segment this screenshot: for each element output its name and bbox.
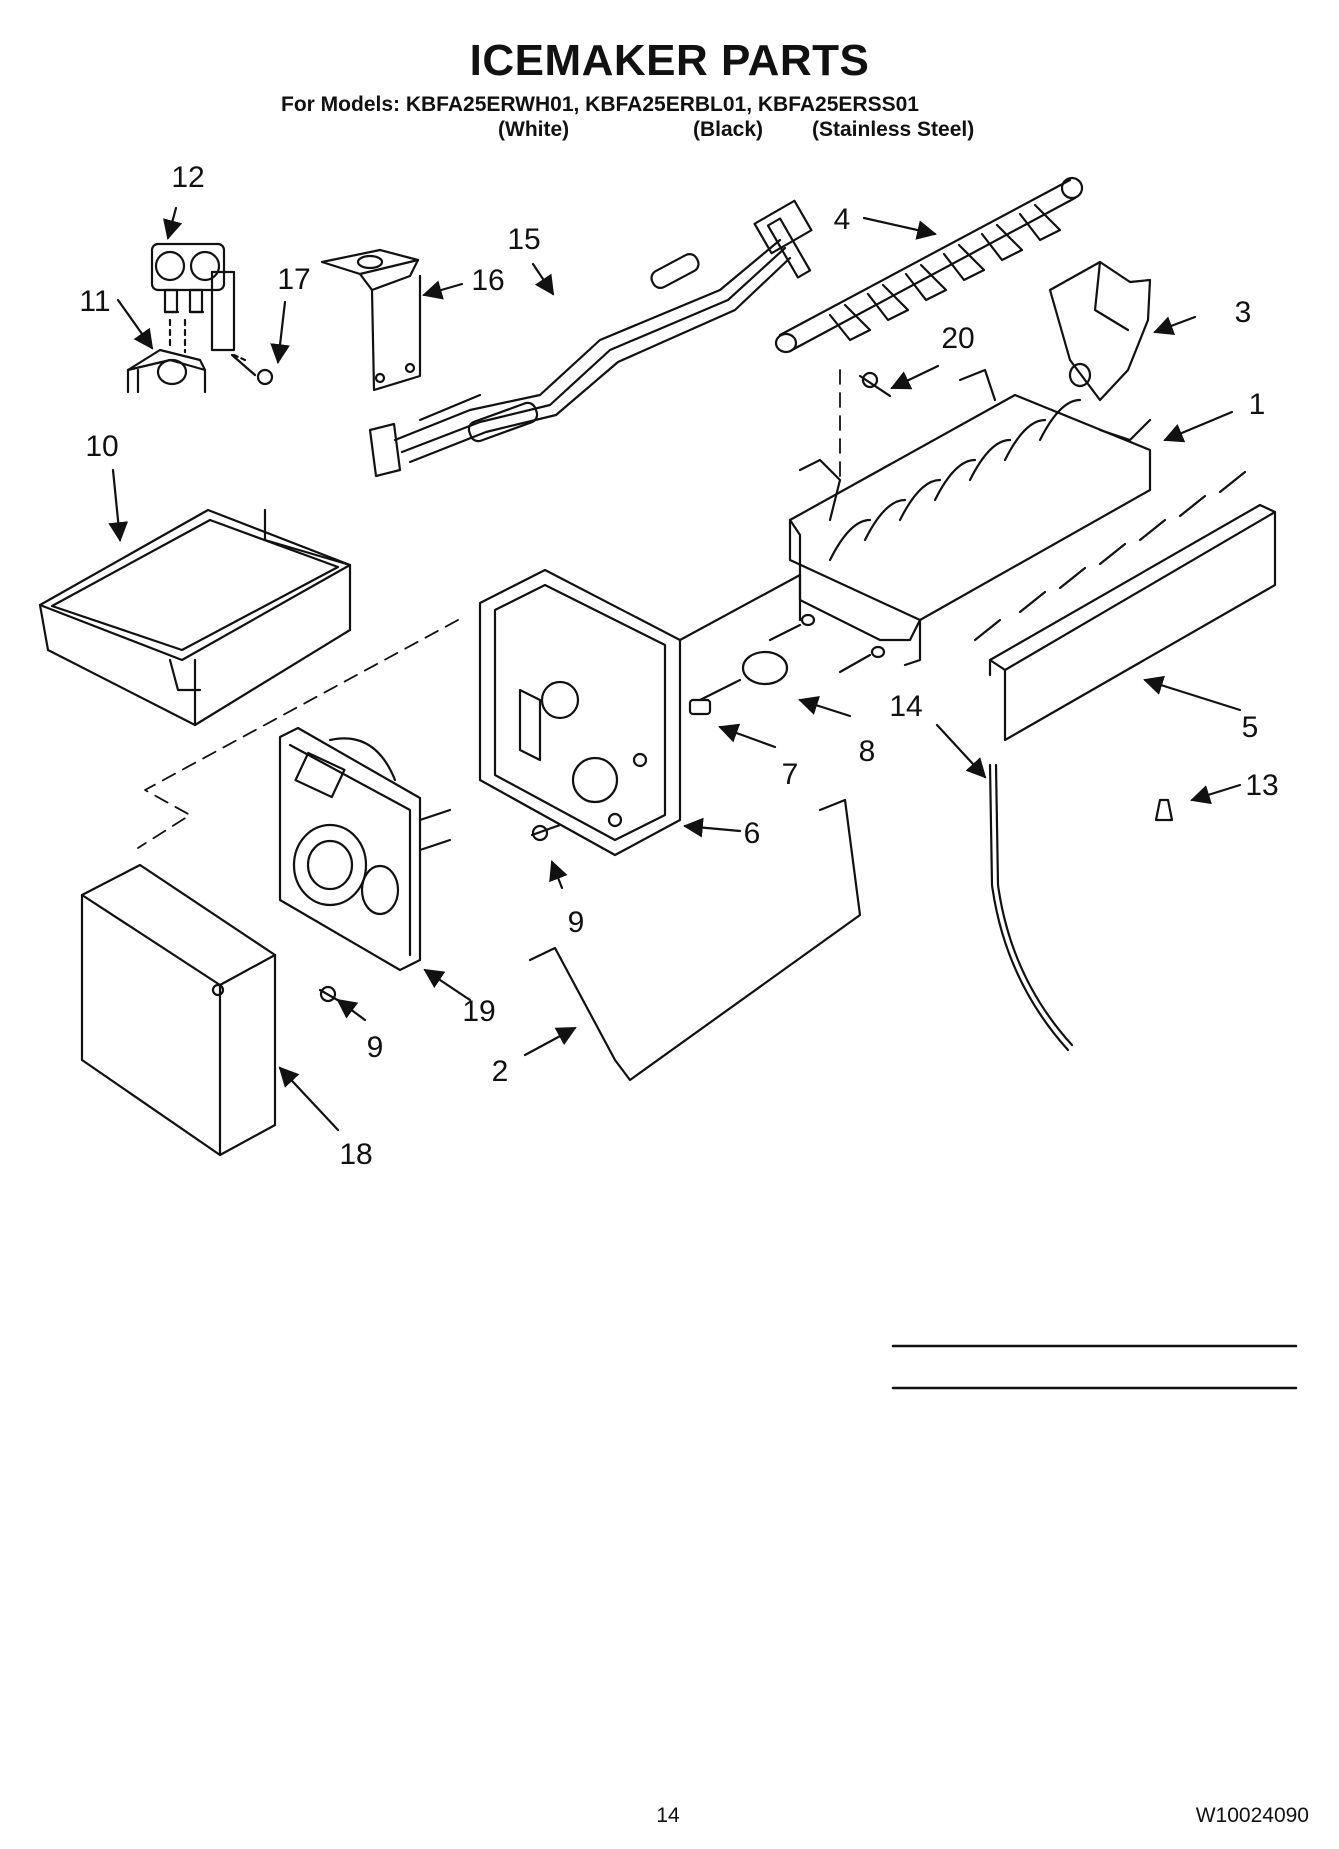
screw-17-part (230, 353, 274, 386)
callout-9b: 9 (366, 1031, 384, 1064)
callout-12: 12 (171, 161, 205, 194)
callout-20: 20 (941, 322, 975, 355)
callout-15: 15 (507, 223, 541, 256)
callout-14: 14 (889, 690, 923, 723)
plug-part (1154, 798, 1174, 822)
callout-16: 16 (471, 264, 505, 297)
ice-mold-part (788, 368, 1152, 667)
wire-harness-part (368, 199, 813, 478)
callout-13: 13 (1245, 769, 1279, 802)
variant-white: (White) (498, 118, 570, 141)
callout-7: 7 (781, 758, 799, 791)
wiring-shield-part (320, 248, 422, 392)
shutoff-arm-part (528, 798, 862, 1082)
cover-part (80, 863, 277, 1157)
screw-20-part (858, 371, 892, 398)
callout-4: 4 (833, 203, 851, 236)
callout-6: 6 (743, 817, 761, 850)
valve-bracket-part (126, 318, 207, 394)
callout-11: 11 (79, 285, 111, 318)
variant-stainless: (Stainless Steel) (812, 118, 975, 141)
page-number: 14 (656, 1804, 680, 1827)
fill-tube-part (988, 763, 1074, 1052)
mold-cavities (828, 398, 1082, 562)
ejector-blades (828, 203, 1062, 342)
page-title: ICEMAKER PARTS (469, 36, 870, 85)
callout-2: 2 (491, 1055, 509, 1088)
callout-17: 17 (277, 263, 311, 296)
callout-5: 5 (1241, 711, 1259, 744)
bearing-part (1048, 260, 1152, 402)
stripper-fingers (973, 470, 1247, 642)
models-line: For Models: KBFA25ERWH01, KBFA25ERBL01, … (281, 93, 919, 116)
thermostat-part (688, 650, 789, 716)
icemaker-housing-part (478, 568, 802, 857)
document-number: W10024090 (1195, 1804, 1309, 1827)
notes-lines (891, 1344, 1298, 1390)
callout-1: 1 (1248, 388, 1266, 421)
assembly-guide-lines (137, 369, 841, 849)
variant-black: (Black) (693, 118, 764, 141)
motor-module-part (278, 726, 452, 972)
callout-arrows (108, 206, 1242, 1132)
screw-9-part (530, 823, 562, 842)
water-valve-part (150, 242, 236, 352)
callout-19: 19 (462, 995, 496, 1028)
callout-8: 8 (858, 735, 876, 768)
ejector-part (774, 176, 1084, 354)
callout-3: 3 (1234, 296, 1252, 329)
heater-terminal-part (768, 613, 886, 674)
ice-bin-tray-part (38, 508, 352, 727)
callout-18: 18 (339, 1138, 373, 1171)
callout-9a: 9 (567, 906, 585, 939)
callout-10: 10 (85, 430, 119, 463)
ice-stripper-part (973, 470, 1277, 742)
